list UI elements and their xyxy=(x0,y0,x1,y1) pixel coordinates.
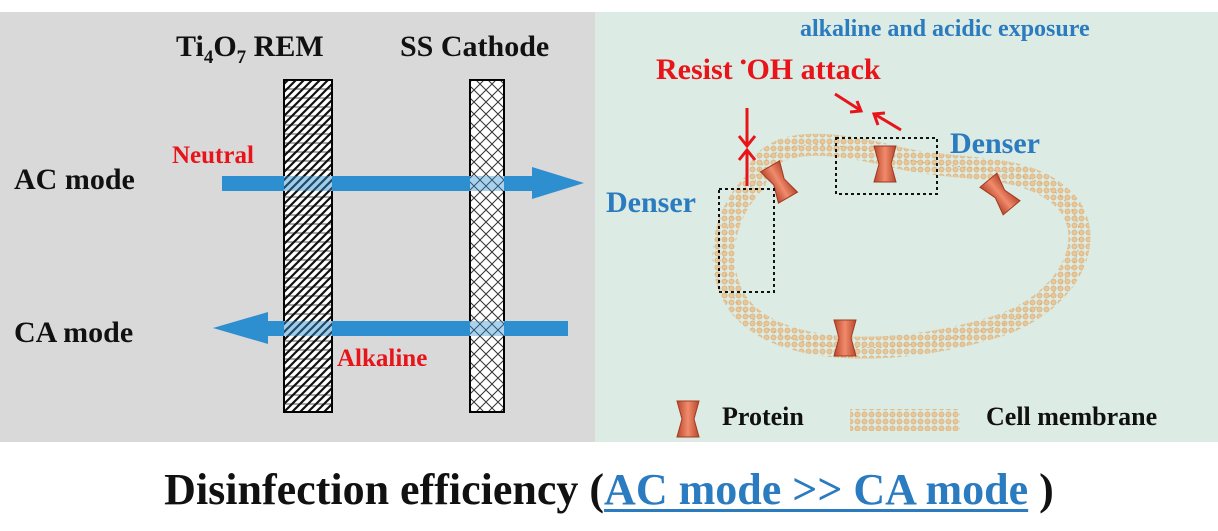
compress-arrows-diagonal xyxy=(834,92,902,132)
footer-suffix: ) xyxy=(1028,465,1054,514)
ac-mode-label: AC mode xyxy=(14,163,135,196)
protein-4 xyxy=(833,319,857,357)
denser-box-left xyxy=(718,188,775,293)
cell-diagram xyxy=(676,92,1091,438)
neutral-label: Neutral xyxy=(172,142,254,169)
exposure-label: alkaline and acidic exposure xyxy=(800,16,1090,42)
footer-prefix: Disinfection efficiency ( xyxy=(164,465,605,514)
rem-label: Ti4O7 REM xyxy=(176,30,324,68)
legend-membrane-swatch xyxy=(850,409,960,431)
protein-2 xyxy=(873,145,897,183)
footer-highlight: AC mode >> CA mode xyxy=(604,465,1029,514)
alkaline-label: Alkaline xyxy=(337,345,428,372)
protein-3 xyxy=(979,172,1021,216)
cell-panel xyxy=(595,12,1218,442)
rem-electrode xyxy=(283,79,333,413)
legend-protein-label: Protein xyxy=(722,402,804,431)
cathode-label: SS Cathode xyxy=(400,30,550,63)
resist-label: Resist •OH attack xyxy=(656,52,881,86)
denser-left-label: Denser xyxy=(606,186,696,219)
compress-arrows-vertical xyxy=(737,108,757,186)
legend-membrane-label: Cell membrane xyxy=(986,402,1158,431)
ss-cathode xyxy=(469,79,505,413)
denser-box-right xyxy=(835,137,938,195)
footer-line: Disinfection efficiency (AC mode >> CA m… xyxy=(0,464,1218,515)
protein-1 xyxy=(759,160,799,204)
electrode-diagram xyxy=(213,79,584,413)
ca-arrow xyxy=(213,312,568,344)
ca-mode-label: CA mode xyxy=(14,316,134,349)
ac-arrow xyxy=(222,167,584,199)
denser-right-label: Denser xyxy=(950,127,1040,160)
legend-protein-swatch xyxy=(676,400,700,438)
